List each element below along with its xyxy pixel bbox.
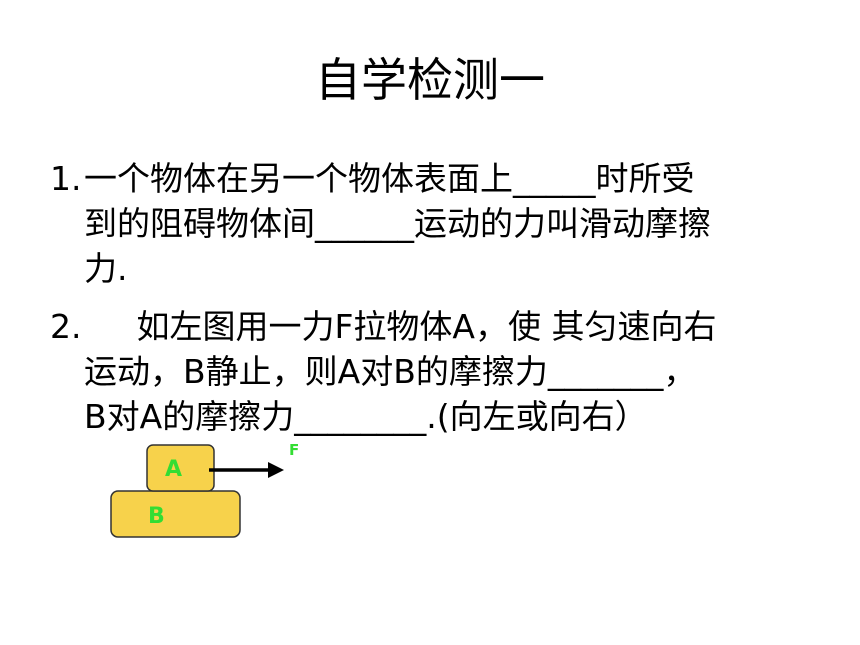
question-2-line-2: 运动，B静止，则A对B的摩擦力_______，: [84, 352, 697, 391]
block-a: [146, 444, 215, 492]
block-b-label: B: [148, 504, 165, 529]
question-2: 2. 如左图用一力F拉物体A，使 其匀速向右 运动，B静止，则A对B的摩擦力__…: [50, 304, 830, 439]
slide-title: 自学检测一: [315, 53, 545, 107]
question-1-line-2: 到的阻碍物体间______运动的力叫滑动摩擦: [84, 204, 711, 243]
block-a-label: A: [165, 457, 182, 482]
block-b: [110, 490, 241, 538]
question-1-number: 1.: [50, 159, 82, 198]
question-1-text-1: 一个物体在另一个物体表面上_____时所受: [84, 159, 695, 198]
question-2-number: 2.: [50, 307, 82, 346]
force-arrow-head: [268, 462, 284, 478]
question-1-line-3: 力.: [84, 249, 128, 288]
question-1: 1.一个物体在另一个物体表面上_____时所受 到的阻碍物体间______运动的…: [50, 156, 830, 291]
force-label: F: [289, 441, 299, 459]
question-2-text-1: 如左图用一力F拉物体A，使 其匀速向右: [84, 307, 717, 346]
question-1-line-1: 1.一个物体在另一个物体表面上_____时所受: [50, 156, 830, 201]
question-2-line-3: B对A的摩擦力________.(向左或向右）: [84, 397, 648, 436]
question-2-line-1: 2. 如左图用一力F拉物体A，使 其匀速向右: [50, 304, 830, 349]
